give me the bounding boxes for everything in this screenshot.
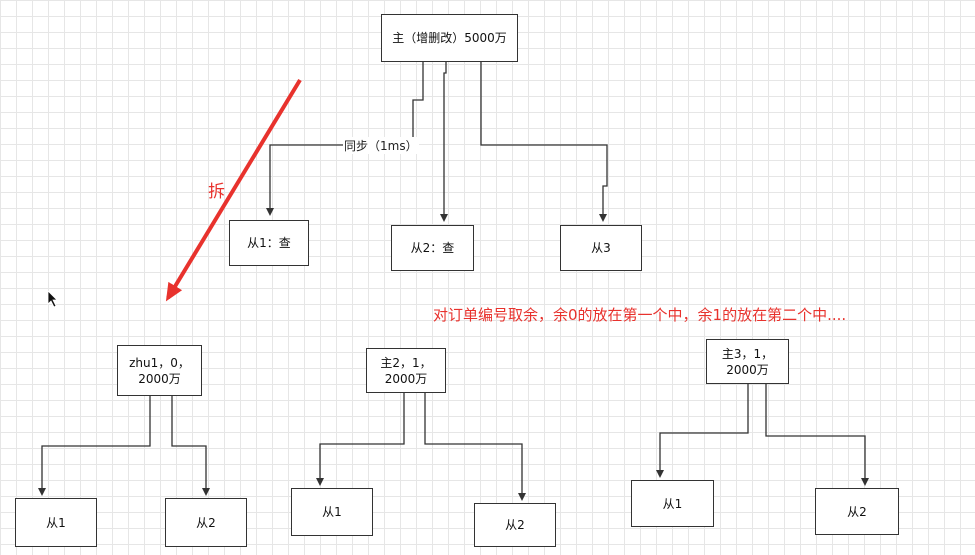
shard2-slave1-node[interactable]: 从1	[291, 488, 373, 536]
shard2-slave2-node[interactable]: 从2	[474, 503, 556, 547]
shard3-slave1-node[interactable]: 从1	[631, 480, 714, 527]
edge-master-slave1	[266, 62, 424, 216]
split-arrow	[165, 78, 302, 302]
shard1-slave2-node[interactable]: 从2	[165, 498, 247, 547]
edge-master-slave3	[480, 62, 608, 222]
shard3-slave2-node[interactable]: 从2	[815, 488, 899, 535]
slave3-node[interactable]: 从3	[560, 225, 642, 271]
edge-master-slave2	[440, 62, 448, 222]
shard2-master-node[interactable]: 主2，1， 2000万	[366, 348, 446, 393]
edge-shard3-slave1	[656, 384, 749, 478]
sharding-note: 对订单编号取余，余0的放在第一个中，余1的放在第二个中....	[433, 306, 847, 324]
slave2-node[interactable]: 从2：查	[391, 225, 474, 271]
split-label: 拆	[208, 182, 225, 202]
slave1-label: 从1：查	[247, 236, 291, 250]
sync-label: 同步（1ms）	[343, 137, 419, 154]
mouse-cursor-icon	[47, 290, 58, 308]
edge-shard1-slave1	[38, 396, 151, 496]
edge-shard1-slave2	[171, 396, 210, 496]
shard1-slave1-node[interactable]: 从1	[15, 498, 97, 547]
master-node[interactable]: 主（增删改）5000万	[381, 14, 518, 62]
shard3-master-node[interactable]: 主3，1， 2000万	[706, 339, 789, 384]
edge-shard2-slave1	[316, 393, 405, 486]
shard1-master-node[interactable]: zhu1，0， 2000万	[117, 345, 202, 396]
edge-shard3-slave2	[765, 384, 869, 486]
edge-shard2-slave2	[424, 393, 526, 501]
slave1-node[interactable]: 从1：查	[229, 220, 309, 266]
